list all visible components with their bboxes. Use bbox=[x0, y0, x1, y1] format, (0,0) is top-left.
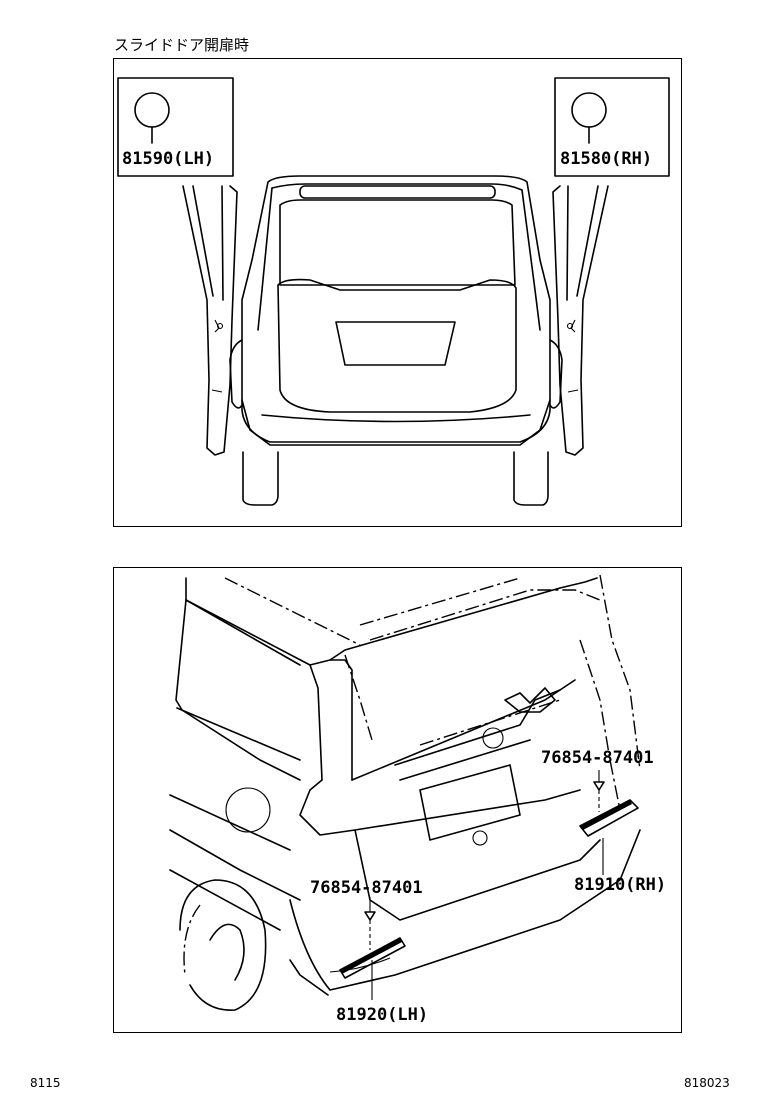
top-panel-frame bbox=[113, 58, 682, 527]
car-rear-perspective bbox=[169, 574, 641, 1011]
license-plate-recess bbox=[335, 321, 456, 366]
part-label-lh: 81920(LH) bbox=[336, 1005, 429, 1025]
right-open-door bbox=[552, 185, 609, 456]
screw-rh bbox=[593, 770, 605, 812]
callout-box-lh bbox=[117, 77, 234, 177]
callout-label-rh: 81580(RH) bbox=[560, 149, 653, 169]
diagram-caption: スライドドア開扉時 bbox=[114, 36, 250, 54]
screw-lh bbox=[364, 897, 376, 950]
high-mount-stop-lamp bbox=[299, 185, 496, 199]
part-label-rh: 81910(RH) bbox=[574, 875, 667, 895]
screw-label-lh: 76854-87401 bbox=[310, 878, 423, 898]
fuel-lid bbox=[225, 787, 271, 833]
callout-box-rh bbox=[554, 77, 670, 177]
footer-left-code: 8115 bbox=[30, 1076, 61, 1090]
footer-right-code: 818023 bbox=[684, 1076, 730, 1090]
bottom-panel-frame bbox=[113, 567, 682, 1033]
license-plate-area bbox=[419, 764, 521, 841]
screw-label-rh: 76854-87401 bbox=[541, 748, 654, 768]
left-open-door bbox=[182, 185, 238, 456]
reflector-rh bbox=[579, 799, 639, 837]
reflector-lh bbox=[339, 937, 406, 979]
callout-label-lh: 81590(LH) bbox=[122, 149, 215, 169]
car-rear-outline bbox=[229, 175, 563, 506]
back-door bbox=[277, 278, 517, 413]
